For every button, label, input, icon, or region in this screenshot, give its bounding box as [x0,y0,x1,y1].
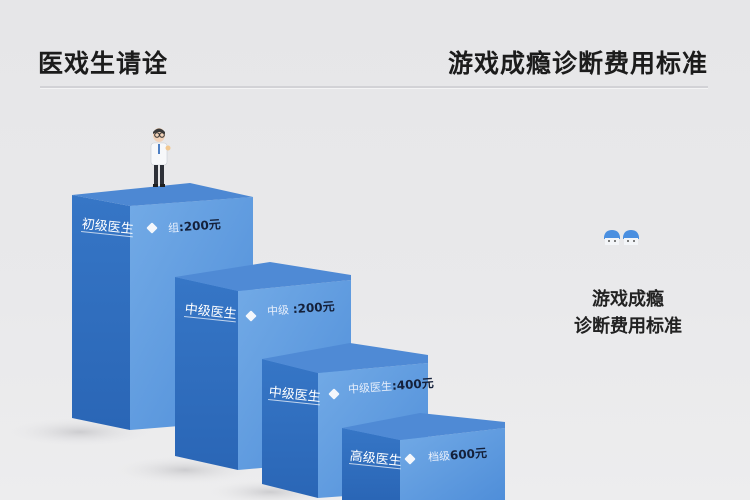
side-title-line1: 游戏成瘾 [592,289,664,310]
side-title: 游戏成瘾 诊断费用标准 [566,286,690,340]
block-4 [342,413,505,500]
side-title-line2: 诊断费用标准 [574,316,682,337]
cartoon-heads-icon [604,230,639,245]
header-divider [40,86,708,89]
header-right-title: 游戏成瘾诊断费用标准 [447,49,708,78]
header-left-title: 医戏生请诠 [38,49,169,78]
doctor-figure-icon [150,128,171,187]
